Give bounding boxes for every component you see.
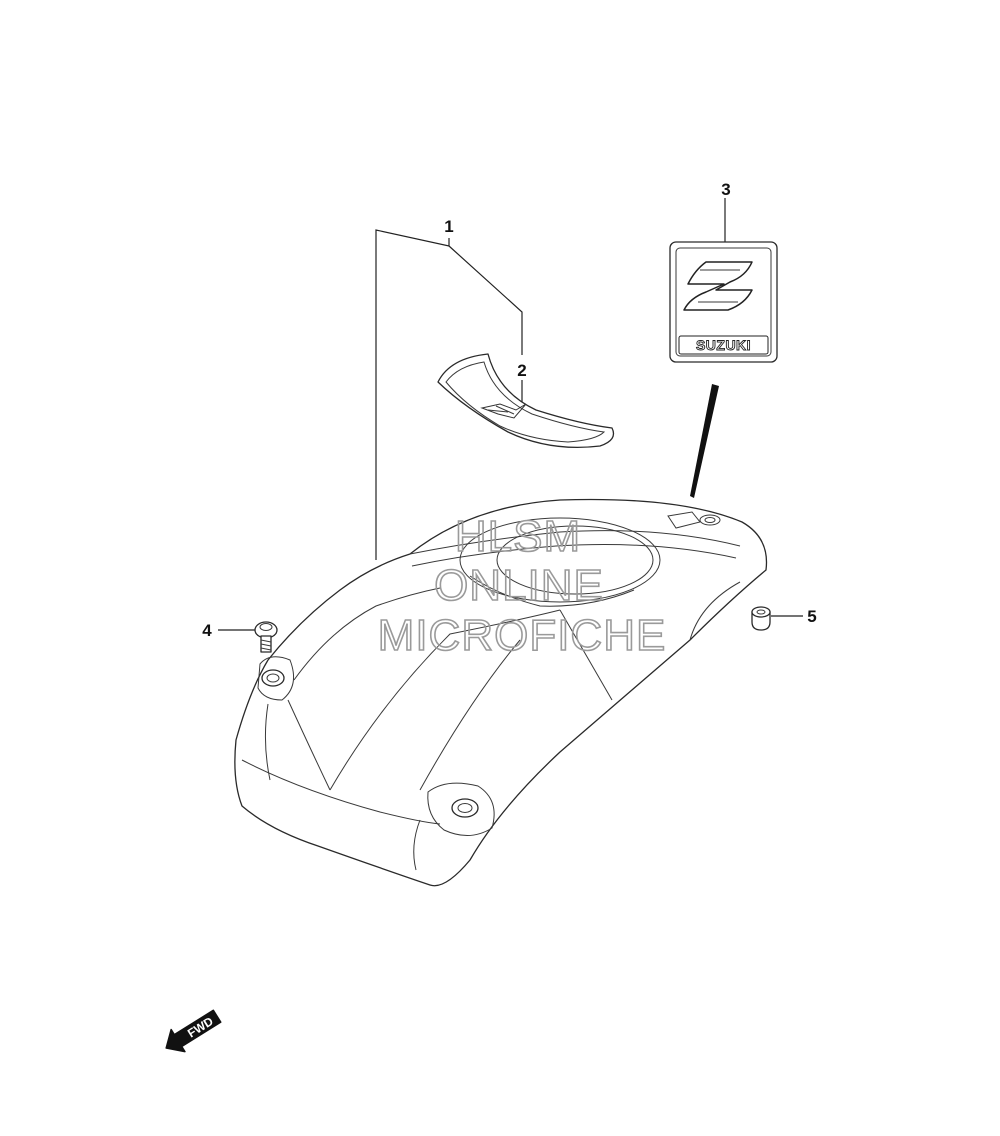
forward-arrow-icon: FWD: [165, 1009, 222, 1053]
watermark: HLSM ONLINE MICROFICHE: [377, 511, 667, 661]
leader-line-1: [375, 229, 450, 560]
tank-pad: [437, 353, 615, 449]
callout-3: 3: [721, 180, 730, 199]
screw: [254, 621, 278, 653]
leader-lines: [218, 198, 803, 631]
suzuki-s-logo-icon: [683, 261, 753, 311]
watermark-line-2: ONLINE: [434, 561, 604, 610]
nut: [751, 606, 771, 631]
callout-5: 5: [807, 607, 816, 626]
callout-4: 4: [202, 621, 212, 640]
callout-1: 1: [444, 217, 453, 236]
callout-2: 2: [517, 361, 526, 380]
tank-cover: [234, 498, 768, 887]
watermark-line-1: HLSM: [455, 512, 581, 561]
leader-line-1b: [448, 245, 523, 355]
suzuki-wordmark: SUZUKI: [696, 337, 751, 353]
watermark-line-3: MICROFICHE: [378, 611, 667, 660]
suzuki-emblem: SUZUKI: [669, 241, 778, 363]
emblem-placement-pointer: [690, 384, 719, 498]
